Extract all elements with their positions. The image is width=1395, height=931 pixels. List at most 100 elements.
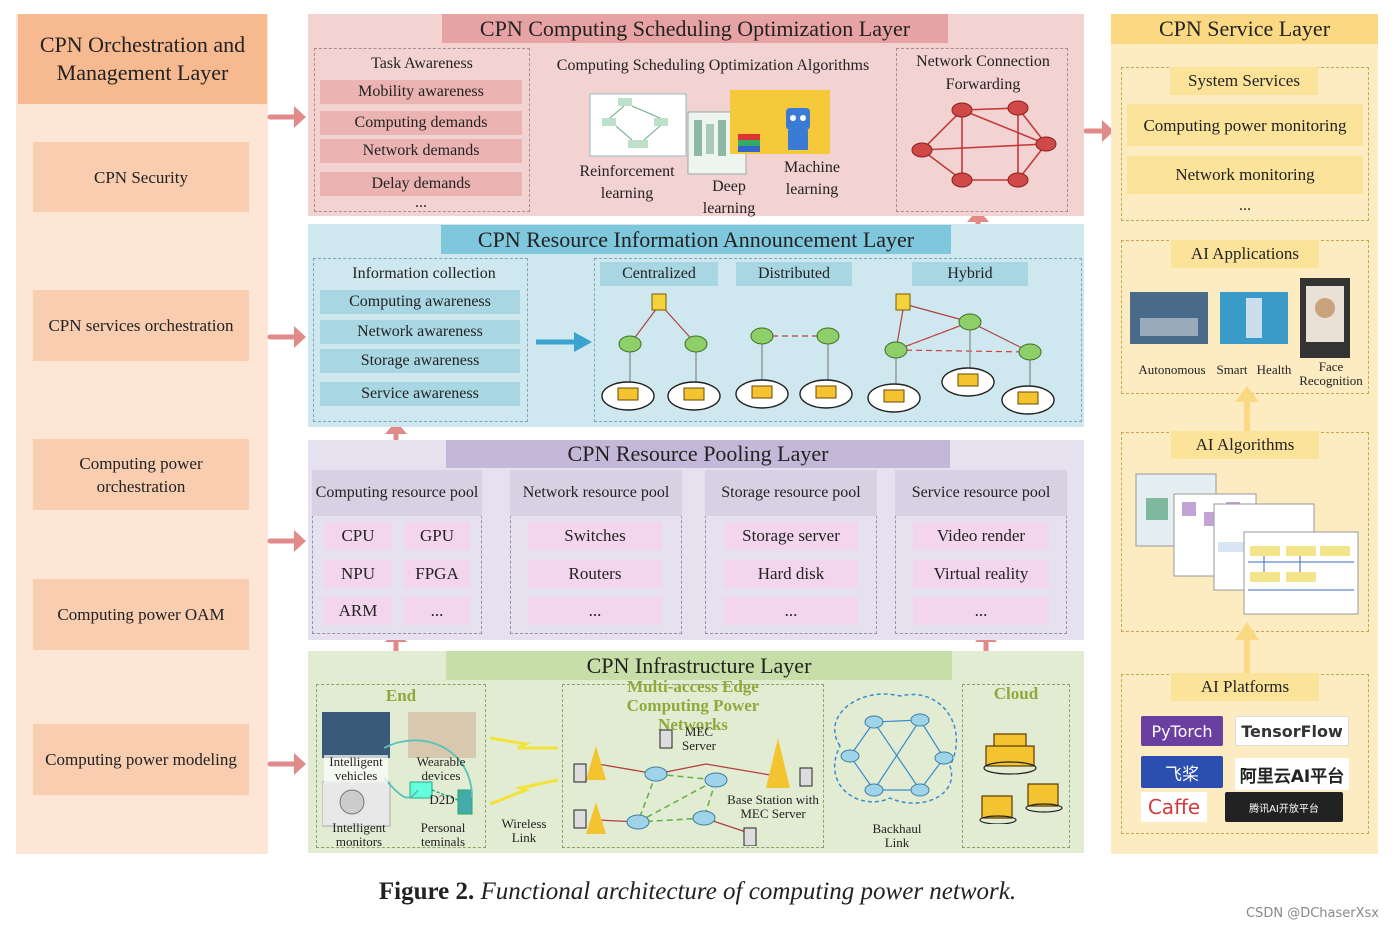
ai-algorithms-title: AI Algorithms [1171,431,1319,459]
pool-cell-service-more: ... [913,597,1049,625]
pool-cell-storage-server: Storage server [724,522,858,550]
mec-title: Multi-access Edge Computing Power Networ… [626,676,760,734]
pool-cell-fpga: FPGA [404,560,470,588]
pool-cell-routers: Routers [528,560,662,588]
app-smart: Smart [1216,362,1248,377]
pytorch-logo: PyTorch [1141,716,1223,746]
figure-caption: Figure 2. Functional architecture of com… [0,878,1395,906]
pooling-layer-title: CPN Resource Pooling Layer [446,440,950,468]
pool-cell-network-more: ... [528,597,662,625]
ai-platforms-title: AI Platforms [1171,673,1319,701]
task-awareness-title: Task Awareness [371,55,473,72]
end-title: End [385,686,417,705]
end-wearable: Wearable devices [416,754,466,783]
task-delay: Delay demands [320,172,522,196]
pool-cell-npu: NPU [324,560,392,588]
task-network: Network demands [320,139,522,163]
sys-network-monitoring: Network monitoring [1127,156,1363,194]
storage-pool-title: Storage resource pool [705,470,877,516]
algorithms-title: Computing Scheduling Optimization Algori… [556,57,870,74]
orchestration-layer-title: CPN Orchestration and Management Layer [18,14,267,104]
service-pool-title: Service resource pool [895,470,1067,516]
info-computing: Computing awareness [320,290,520,314]
watermark: CSDN @DChaserXsx [1246,906,1379,921]
info-collection-box [313,258,528,422]
scheduling-layer-title: CPN Computing Scheduling Optimization La… [442,14,948,43]
caption-text: Functional architecture of computing pow… [480,878,1017,905]
mode-hybrid: Hybrid [912,262,1028,286]
ai-apps-illustrations [1130,278,1350,358]
modes-box [594,258,1082,422]
sys-more: ... [1239,197,1251,214]
mode-topologies [601,293,1055,415]
sys-computing-monitoring: Computing power monitoring [1127,104,1363,146]
backhaul-cloud [833,693,957,804]
app-autonomous: Autonomous [1138,362,1206,377]
task-mobility: Mobility awareness [320,80,522,104]
network-pool-title: Network resource pool [510,470,682,516]
computing-pool-title: Computing resource pool [312,470,482,516]
cloud-servers-illustration [979,733,1063,824]
pool-cell-switches: Switches [528,522,662,550]
ai-algorithms-illustration [1135,473,1359,615]
pool-cell-cpu: CPU [324,522,392,550]
algo-deep: Deep learning [702,178,756,217]
arrow-algorithms-to-apps [1235,386,1259,432]
info-service: Service awareness [320,382,520,406]
orch-item-services: CPN services orchestration [33,290,249,361]
algo-machine: Machine learning [784,159,840,198]
caption-label: Figure 2. [378,878,475,905]
app-health: Health [1256,362,1292,377]
base-station-label: Base Station with MEC Server [727,792,819,821]
tensorflow-logo: TensorFlow [1235,716,1349,746]
info-storage: Storage awareness [320,349,520,373]
end-box [316,684,486,848]
resinfo-layer-title: CPN Resource Information Announcement La… [441,225,951,254]
service-layer-title: CPN Service Layer [1111,14,1378,44]
orch-item-computing-orchestration: Computing power orchestration [33,439,249,510]
cloud-box [962,684,1070,848]
pool-cell-virtual-reality: Virtual reality [913,560,1049,588]
system-services-title: System Services [1170,67,1318,95]
pool-cell-video-render: Video render [913,522,1049,550]
task-more: ... [415,194,427,211]
arrow-platforms-to-algorithms [1235,622,1259,674]
paddle-logo: 飞桨 [1141,756,1223,788]
app-face-recognition: Face Recognition [1299,359,1363,388]
mode-distributed: Distributed [736,262,852,286]
mode-centralized: Centralized [600,262,718,286]
mec-network-illustration [573,729,813,846]
forwarding-box [896,48,1068,212]
forwarding-network-graph [911,100,1057,188]
pool-cell-hard-disk: Hard disk [724,560,858,588]
algorithm-illustrations [589,90,830,175]
forwarding-title: Network Connection Forwarding [916,53,1050,93]
algo-reinforcement: Reinforcement learning [579,163,675,202]
wireless-link-bolts [489,736,559,806]
pool-cell-more: ... [404,597,470,625]
info-collection-title: Information collection [352,265,496,282]
tencent-ai-logo: 腾讯AI开放平台 [1225,792,1343,822]
info-network: Network awareness [320,320,520,344]
wireless-link-label: Wireless Link [501,816,547,845]
end-d2d: D2D [429,792,455,807]
pool-cell-gpu: GPU [404,522,470,550]
task-awareness-box [314,48,530,212]
end-monitors: Intelligent monitors [332,820,386,849]
mec-box [562,684,824,848]
mec-server-label: MEC Server [682,724,716,753]
infra-layer-title: CPN Infrastructure Layer [446,651,952,680]
backhaul-label: Backhaul Link [872,821,922,850]
ai-apps-title: AI Applications [1171,240,1319,268]
end-vehicles: Intelligent vehicles [324,755,388,783]
caffe-logo: Caffe [1141,792,1207,822]
blue-arrow [536,332,592,352]
orch-item-security: CPN Security [33,142,249,212]
end-devices-illustration [322,712,476,827]
orch-item-modeling: Computing power modeling [33,724,249,795]
aliyun-ai-logo: 阿里云AI平台 [1235,758,1349,790]
cloud-title: Cloud [993,684,1039,703]
pool-cell-arm: ARM [324,597,392,625]
orch-item-oam: Computing power OAM [33,579,249,650]
task-computing: Computing demands [320,111,522,135]
